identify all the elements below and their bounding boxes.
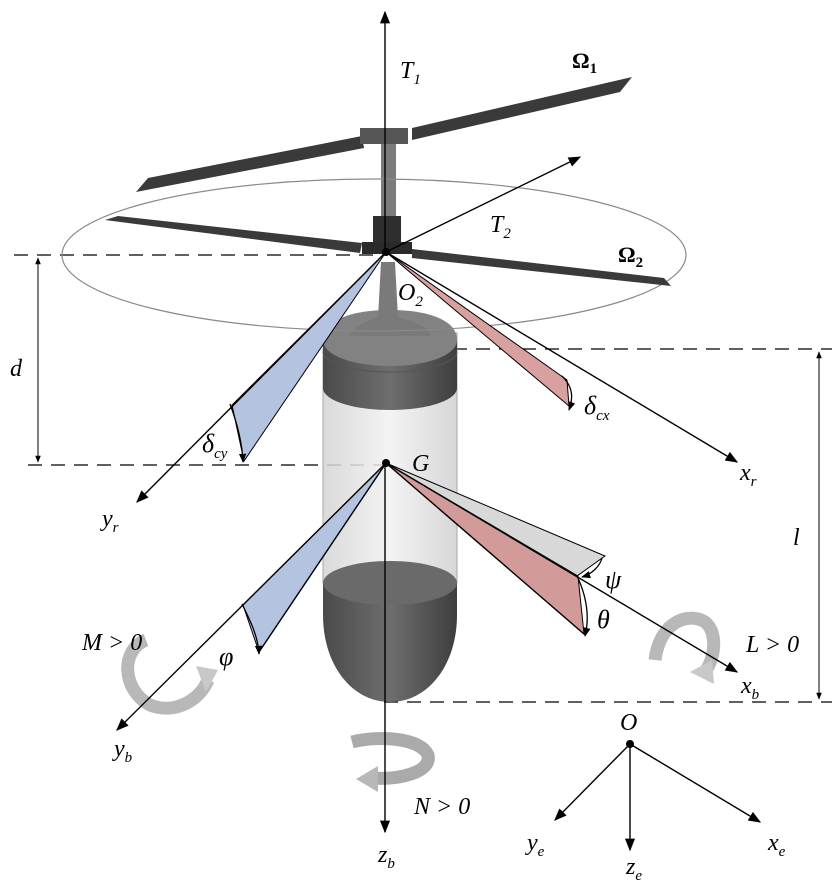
label-psi: ψ <box>605 565 622 594</box>
label-O: O <box>620 710 637 736</box>
axis-t2-line <box>385 156 582 253</box>
axis-yb-line <box>116 462 387 731</box>
label-delta-cy: δcy <box>202 429 228 462</box>
label-yr: yr <box>100 506 119 536</box>
axis-theta-edge <box>385 462 585 635</box>
axis-xb-line <box>385 462 739 673</box>
moment-arrow-N <box>350 732 435 792</box>
label-xb: xb <box>740 673 760 703</box>
label-xe: xe <box>767 830 786 860</box>
label-ze: ze <box>625 854 642 881</box>
angle-arcs <box>229 375 603 655</box>
rotor-hub-block <box>373 216 401 246</box>
axis-xe-line <box>629 743 762 823</box>
label-d: d <box>10 356 23 382</box>
label-N: N > 0 <box>413 794 470 820</box>
label-Omega1: Ω1 <box>572 48 597 77</box>
label-zb: zb <box>377 842 395 872</box>
rotor-disk <box>61 178 687 332</box>
lower-rotor <box>105 216 671 286</box>
label-phi: φ <box>219 642 233 671</box>
moment-arrow-L <box>648 611 721 684</box>
point-G <box>382 459 390 467</box>
moment-arrow-M <box>121 633 218 715</box>
label-T1: T1 <box>400 58 421 88</box>
upper-rotor <box>136 77 632 192</box>
label-xr: xr <box>739 460 757 490</box>
label-M: M > 0 <box>81 630 142 656</box>
label-Omega2: Ω2 <box>618 242 643 271</box>
label-G: G <box>412 451 429 477</box>
axis-ye-line <box>554 743 631 821</box>
label-yb: yb <box>112 736 133 766</box>
label-ye: ye <box>525 830 545 860</box>
label-delta-cx: δcx <box>584 391 610 424</box>
fuselage <box>322 262 458 702</box>
label-L: L > 0 <box>745 632 799 658</box>
label-O2: O2 <box>398 280 423 310</box>
axes <box>116 10 762 852</box>
axis-yr-line <box>136 251 387 503</box>
axis-xr-line <box>385 251 739 463</box>
label-T2: T2 <box>490 212 511 242</box>
reference-dashed-lines <box>14 254 832 703</box>
axis-phi-edge <box>258 462 387 653</box>
label-l: l <box>793 525 800 551</box>
label-theta: θ <box>597 605 610 634</box>
point-O2 <box>382 248 390 256</box>
point-O <box>626 740 634 748</box>
